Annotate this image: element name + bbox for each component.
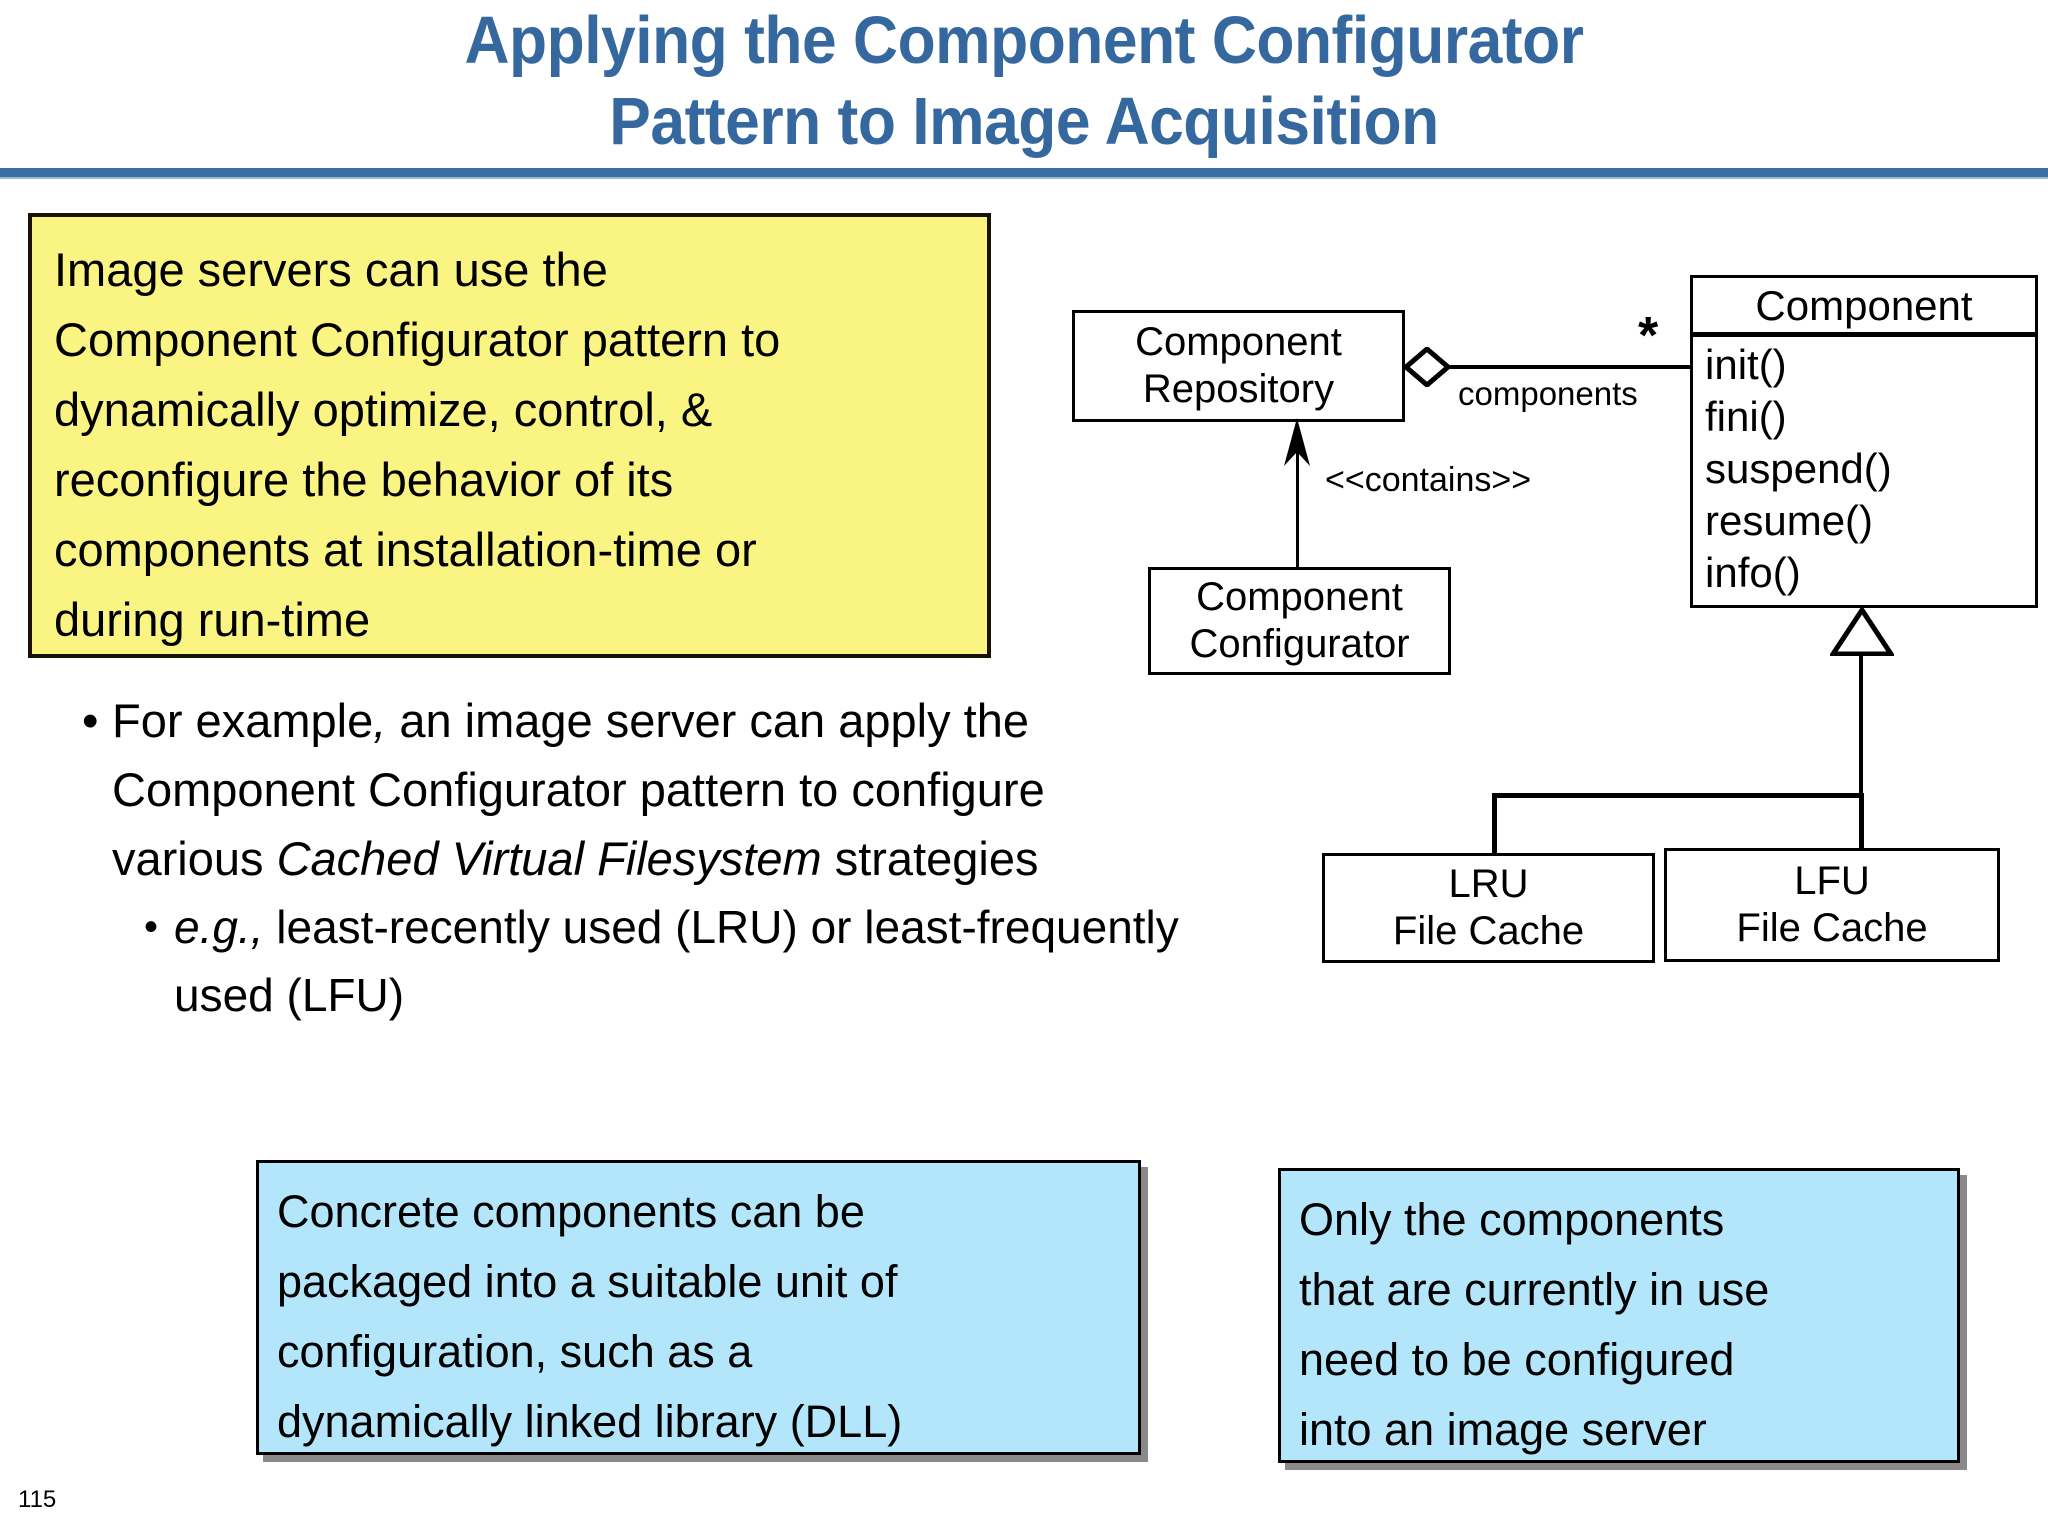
title-divider-rule <box>0 168 2048 177</box>
uml-generalization-drop-lru <box>1492 793 1497 855</box>
uml-generalization-drop-lfu <box>1859 793 1864 851</box>
uml-class-component-operations: init() fini() suspend() resume() info() <box>1693 337 2035 599</box>
bullet-example-part1: For example <box>112 694 374 747</box>
uml-operation-resume: resume() <box>1705 497 1874 544</box>
title-divider-rule-shadow <box>0 177 2048 179</box>
uml-operation-info: info() <box>1705 549 1801 596</box>
yellow-callout-box: Image servers can use the Component Conf… <box>28 213 991 658</box>
blue-callout-packaging-text: Concrete components can be packaged into… <box>277 1186 903 1447</box>
uml-generalization-stem <box>1859 654 1863 797</box>
blue-callout-in-use-text: Only the components that are currently i… <box>1299 1194 1770 1455</box>
uml-multiplicity-star: * <box>1638 307 1659 365</box>
bullet-item-eg: • e.g., least-recently used (LRU) or leas… <box>140 893 1188 1029</box>
yellow-callout-text: Image servers can use the Component Conf… <box>54 243 781 646</box>
bullet-eg-text: least-recently used (LRU) or least-frequ… <box>174 901 1179 1021</box>
bullet-glyph-icon: • <box>82 694 99 747</box>
uml-aggregation-diamond-icon <box>1404 347 1450 387</box>
bullet-example-emphasis: Cached Virtual Filesystem <box>276 832 822 885</box>
blue-callout-packaging: Concrete components can be packaged into… <box>256 1160 1141 1455</box>
sub-bullet-glyph-icon: • <box>144 905 159 949</box>
uml-class-lfu-file-cache-label: LFU File Cache <box>1736 859 1928 950</box>
bullet-eg-emphasis: e.g., <box>174 901 264 953</box>
uml-class-component-configurator-label: Component Configurator <box>1189 575 1410 666</box>
uml-class-component-repository: Component Repository <box>1072 310 1405 422</box>
uml-class-lru-file-cache: LRU File Cache <box>1322 853 1655 963</box>
uml-class-lru-file-cache-label: LRU File Cache <box>1392 862 1585 953</box>
uml-arrowhead-icon <box>1284 418 1310 466</box>
uml-operation-init: init() <box>1705 341 1787 388</box>
uml-stereotype-contains: <<contains>> <box>1325 461 1532 499</box>
uml-operation-suspend: suspend() <box>1705 445 1892 492</box>
bullet-example-part2: an image server can apply the Component … <box>112 694 1045 885</box>
uml-class-component-configurator: Component Configurator <box>1148 567 1451 675</box>
bullet-example-comma: , <box>373 694 387 747</box>
bullet-example-part3: strategies <box>821 832 1039 885</box>
uml-class-component: Component init() fini() suspend() resume… <box>1690 275 2038 608</box>
uml-class-diagram: Component Repository Component Configura… <box>1060 250 2048 1050</box>
page-number: 115 <box>18 1486 57 1513</box>
uml-operation-fini: fini() <box>1705 393 1787 440</box>
bullet-list: •For example, an image server can apply … <box>78 686 1188 1029</box>
slide-title: Applying the Component Configurator Patt… <box>0 0 2048 172</box>
uml-class-component-label: Component <box>1693 278 2035 337</box>
uml-class-component-repository-label: Component Repository <box>1135 320 1342 411</box>
uml-aggregation-line <box>1450 365 1692 369</box>
title-line-1: Applying the Component Configurator <box>464 3 1584 78</box>
uml-contains-line <box>1296 435 1299 568</box>
bullet-item-example: •For example, an image server can apply … <box>78 686 1188 893</box>
uml-generalization-crossbar <box>1492 793 1864 798</box>
uml-class-lfu-file-cache: LFU File Cache <box>1664 848 2000 962</box>
blue-callout-in-use: Only the components that are currently i… <box>1278 1168 1960 1463</box>
uml-role-components: components <box>1458 375 1638 412</box>
title-line-2: Pattern to Image Acquisition <box>609 84 1439 159</box>
uml-generalization-triangle-icon <box>1830 608 1894 656</box>
